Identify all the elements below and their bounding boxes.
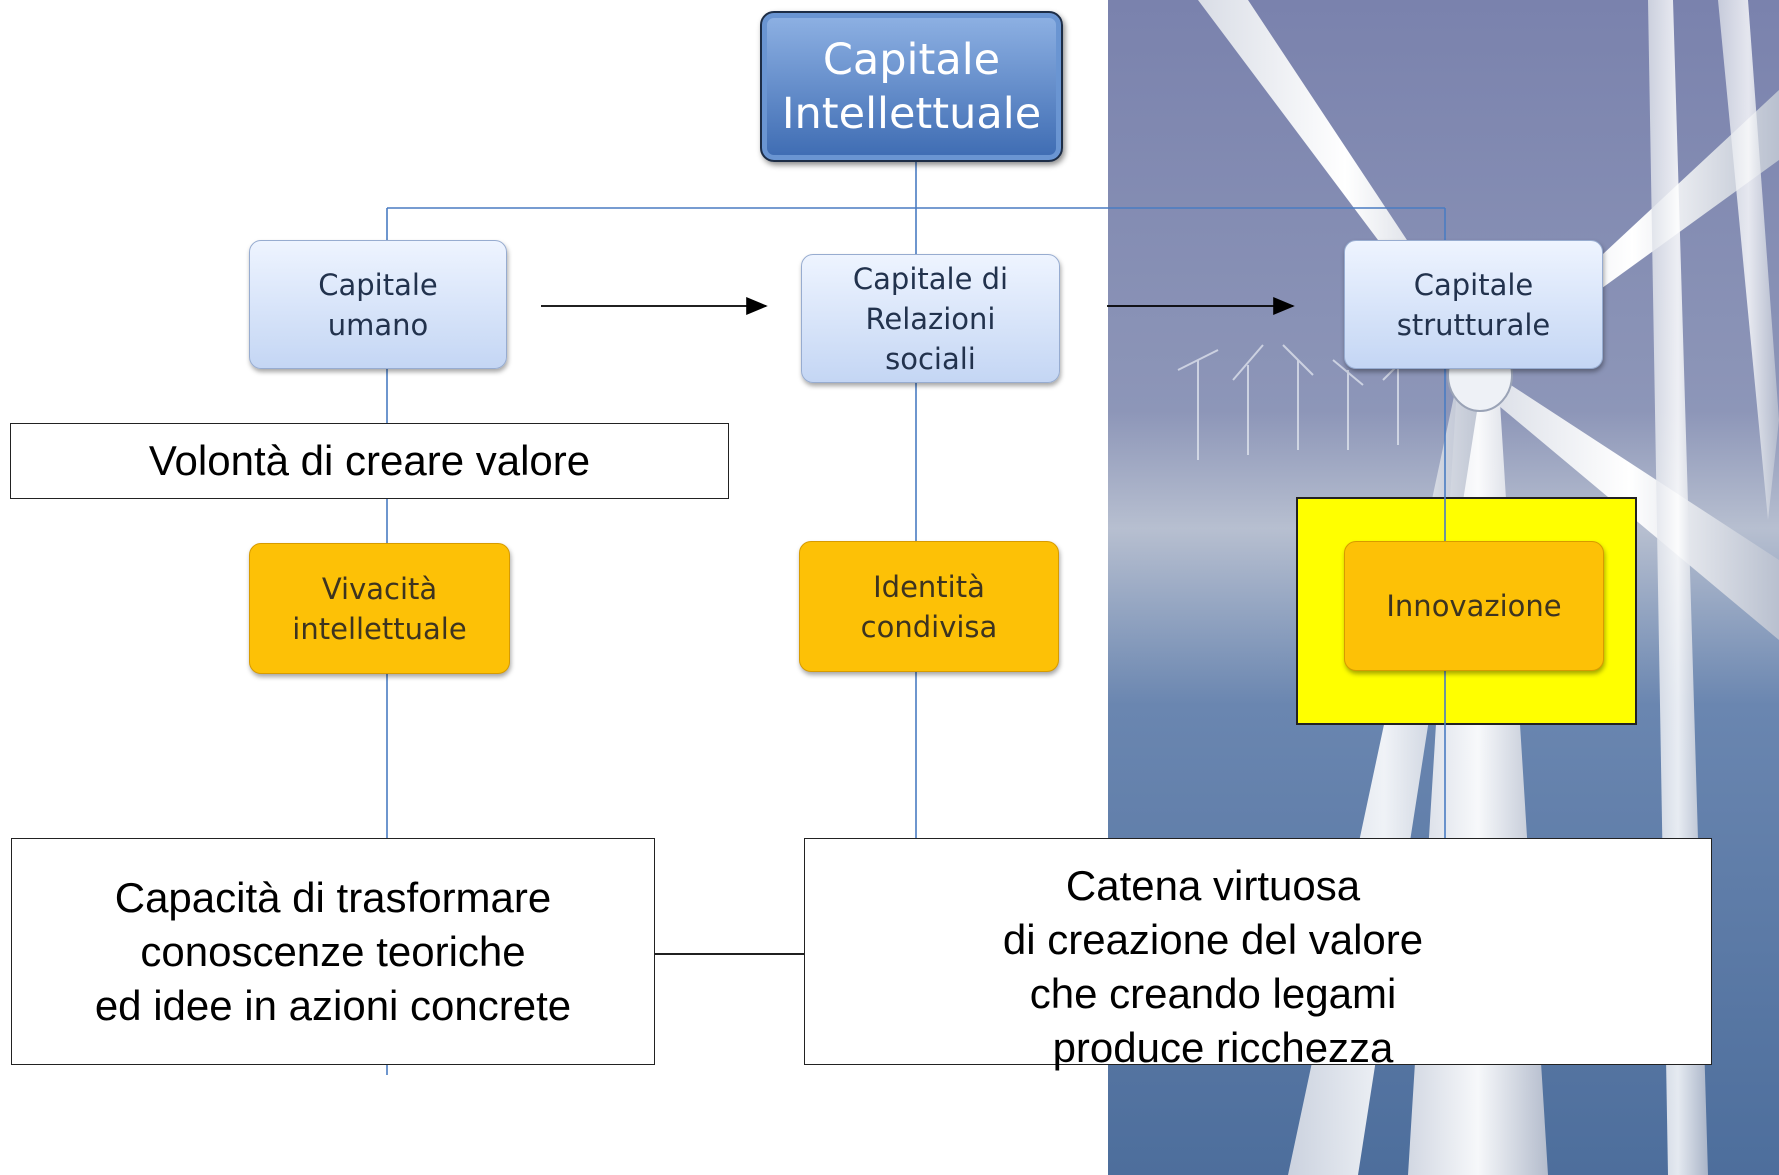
capital-human-line-2: umano [327, 307, 429, 342]
capital-social-line-1: Capitale di [852, 261, 1009, 296]
quality-innovation-line-1: Innovazione [1386, 589, 1562, 623]
capital-human-line-1: Capitale [318, 267, 438, 302]
node-capitale-strutturale: Capitale strutturale [1344, 240, 1603, 369]
node-innovazione: Innovazione [1344, 541, 1604, 671]
node-capitale-relazioni-sociali: Capitale di Relazioni sociali [801, 254, 1060, 383]
will-to-create-value-box: Volontà di creare valore [10, 423, 729, 499]
virtuous-chain-box: Catena virtuosa di creazione del valore … [804, 838, 1712, 1071]
will-to-create-value-text: Volontà di creare valore [148, 437, 591, 484]
chain-line-2: di creazione del valore [1002, 916, 1424, 963]
capital-structural-line-2: strutturale [1396, 307, 1551, 342]
node-capitale-umano: Capitale umano [249, 240, 507, 369]
root-line-1: Capitale [822, 34, 1001, 85]
capacity-line-3: ed idee in azioni concrete [94, 981, 572, 1029]
capital-structural-line-1: Capitale [1413, 267, 1534, 302]
root-node-capitale-intellettuale: Capitale Intellettuale [760, 11, 1063, 162]
capacity-line-2: conoscenze teoriche [140, 927, 526, 975]
chain-line-3: che creando legami [1029, 970, 1397, 1017]
capital-social-line-2: Relazioni [865, 301, 996, 336]
capacity-line-1: Capacità di trasformare [114, 873, 552, 921]
quality-identity-line-2: condivisa [860, 609, 998, 644]
quality-vivacity-line-2: intellettuale [292, 611, 467, 646]
capital-social-line-3: sociali [885, 341, 976, 376]
quality-identity-line-1: Identità [873, 569, 985, 604]
quality-vivacity-line-1: Vivacità [321, 571, 438, 606]
chain-line-1: Catena virtuosa [1065, 862, 1361, 909]
root-line-2: Intellettuale [781, 88, 1042, 139]
chain-line-4: produce ricchezza [1052, 1024, 1394, 1071]
node-identita-condivisa: Identità condivisa [799, 541, 1059, 672]
capacity-to-transform-box: Capacità di trasformare conoscenze teori… [11, 838, 655, 1065]
node-vivacita-intellettuale: Vivacità intellettuale [249, 543, 510, 674]
